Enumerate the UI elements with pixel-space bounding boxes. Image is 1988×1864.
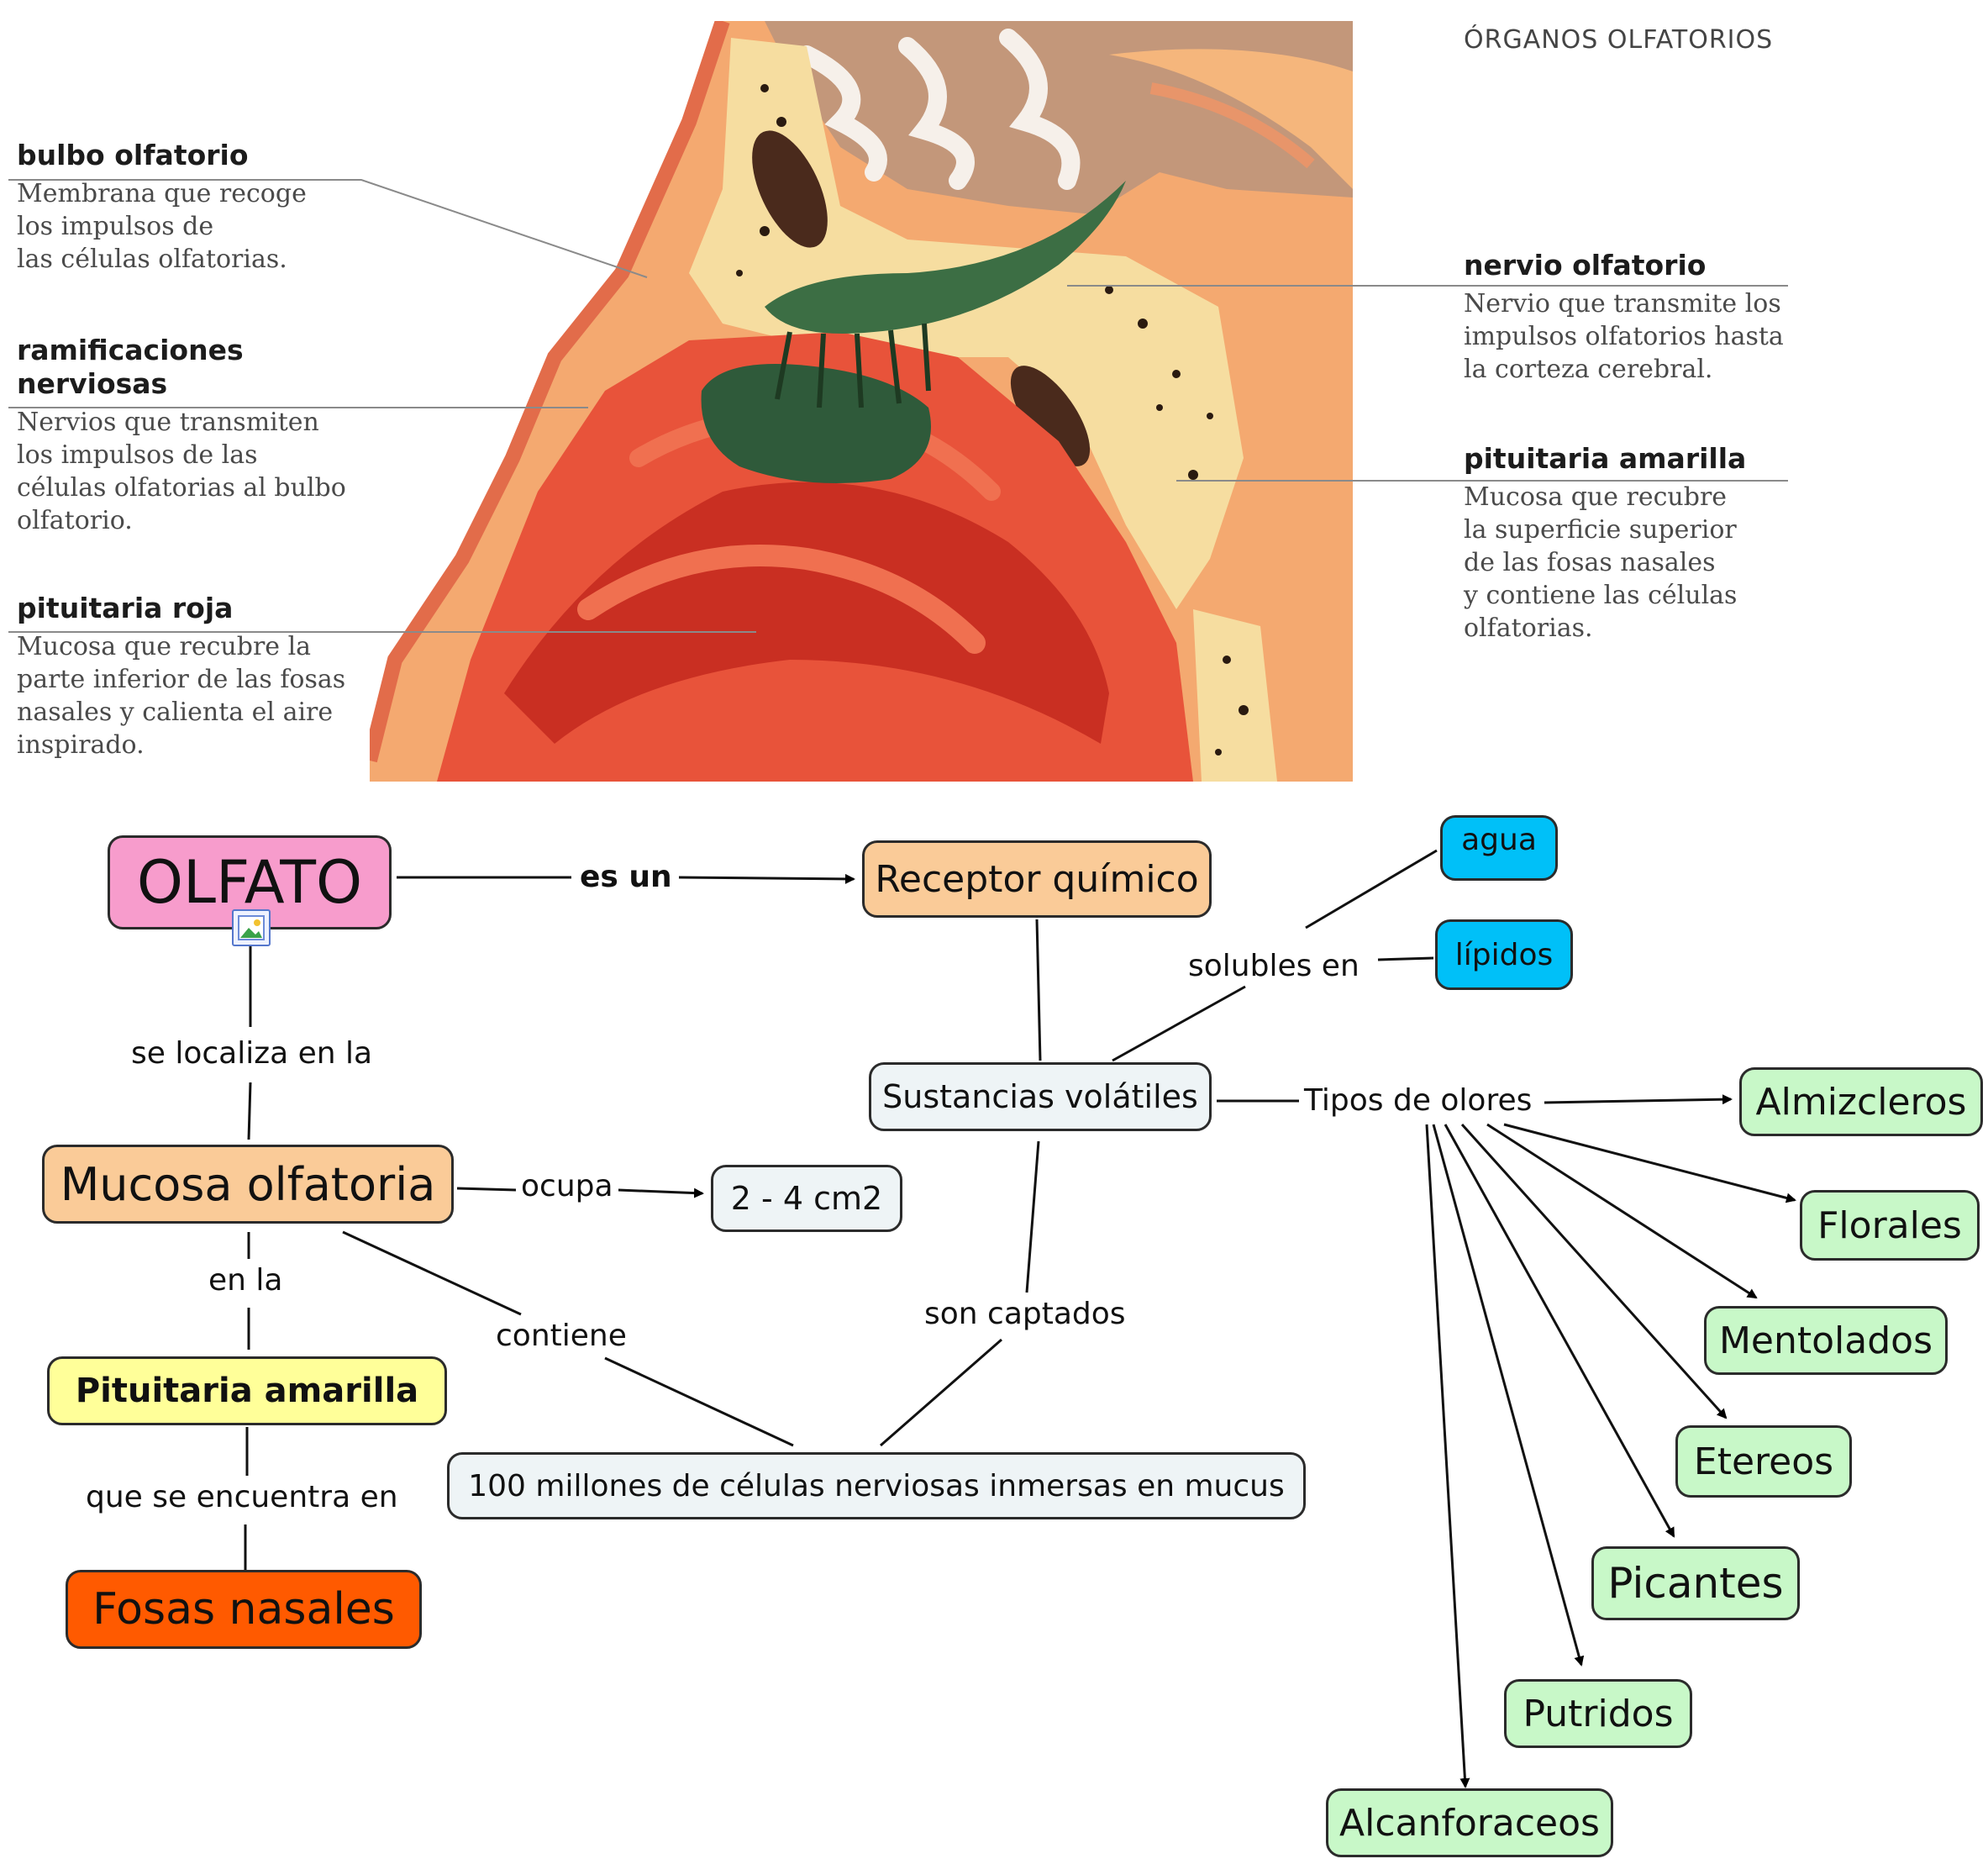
annotation-title: bulbo olfatorio [17, 139, 249, 171]
node-agua[interactable]: agua [1440, 815, 1558, 881]
node-label: Alcanforaceos [1339, 1801, 1600, 1845]
annotation-title: pituitaria roja [17, 592, 234, 624]
olfactory-organs-illustration: ÓRGANOS OLFATORIOS bulbo olfatorio Membr… [0, 0, 1988, 790]
node-label: Almizcleros [1755, 1080, 1967, 1124]
link-label-contiene: contiene [491, 1318, 632, 1355]
organs-header: ÓRGANOS OLFATORIOS [1464, 25, 1774, 55]
annotation-bulbo-olfatorio: bulbo olfatorio Membrana que recoge los … [17, 139, 307, 276]
annotation-nervio-olfatorio: nervio olfatorio Nervio que transmite lo… [1464, 249, 1784, 386]
node-label: Fosas nasales [92, 1584, 395, 1635]
node-label: Receptor químico [875, 857, 1199, 901]
node-pituitaria-amarilla[interactable]: Pituitaria amarilla [47, 1356, 447, 1425]
node-label: Putridos [1523, 1692, 1674, 1735]
annotation-title: nervio olfatorio [1464, 249, 1707, 282]
link-label-ocupa: ocupa [516, 1168, 618, 1205]
annotation-title: pituitaria amarilla [1464, 442, 1747, 475]
node-florales[interactable]: Florales [1800, 1190, 1980, 1261]
node-lipidos[interactable]: lípidos [1435, 919, 1573, 990]
annotation-leader-lines [8, 179, 1788, 633]
picture-icon [238, 915, 265, 940]
annotation-pituitaria-amarilla: pituitaria amarilla Mucosa que recubre l… [1464, 442, 1746, 645]
node-label: Mentolados [1718, 1319, 1933, 1362]
node-picantes[interactable]: Picantes [1591, 1546, 1800, 1620]
link-label-en-la: en la [203, 1262, 288, 1299]
node-mucosa-olfatoria[interactable]: Mucosa olfatoria [42, 1145, 454, 1224]
node-alcanforaceos[interactable]: Alcanforaceos [1326, 1788, 1613, 1857]
node-label: Mucosa olfatoria [60, 1157, 436, 1211]
annotation-description: Mucosa que recubre la superficie superio… [1464, 482, 1738, 643]
node-label: Pituitaria amarilla [75, 1372, 419, 1410]
node-label: 2 - 4 cm2 [730, 1180, 883, 1217]
link-label-se-localiza: se localiza en la [126, 1035, 378, 1072]
node-putridos[interactable]: Putridos [1504, 1679, 1692, 1748]
link-label-es-un: es un [575, 859, 677, 896]
node-label: Sustancias volátiles [882, 1078, 1198, 1115]
annotation-description: Mucosa que recubre la parte inferior de … [17, 632, 346, 760]
link-label-tipos-de-olores: Tipos de olores [1299, 1082, 1538, 1119]
node-label: OLFATO [136, 848, 363, 917]
image-attachment-icon[interactable] [232, 909, 271, 946]
node-label: 100 millones de células nerviosas inmers… [468, 1468, 1285, 1503]
node-2-4-cm2[interactable]: 2 - 4 cm2 [711, 1165, 902, 1232]
concept-map-connectors [244, 849, 1796, 1788]
node-fosas-nasales[interactable]: Fosas nasales [66, 1570, 422, 1649]
node-sustancias-volatiles[interactable]: Sustancias volátiles [869, 1062, 1212, 1131]
node-label: Etereos [1693, 1440, 1834, 1483]
nose-cross-section-drawing [370, 21, 1353, 782]
node-etereos[interactable]: Etereos [1675, 1425, 1852, 1498]
node-label: agua [1461, 823, 1537, 857]
link-label-son-captados: son captados [919, 1296, 1131, 1333]
annotation-ramificaciones: ramificaciones nerviosas Nervios que tra… [17, 334, 346, 537]
node-mentolados[interactable]: Mentolados [1704, 1306, 1948, 1375]
node-label: Picantes [1607, 1559, 1784, 1608]
annotation-description: Nervios que transmiten los impulsos de l… [17, 408, 346, 535]
node-almizcleros[interactable]: Almizcleros [1739, 1067, 1983, 1136]
concept-map: OLFATO Receptor químico agua lípidos Sus… [0, 790, 1988, 1864]
annotation-description: Membrana que recoge los impulsos de las … [17, 179, 307, 274]
node-label: lípidos [1454, 937, 1554, 972]
node-label: Florales [1817, 1203, 1962, 1247]
node-100-millones[interactable]: 100 millones de células nerviosas inmers… [447, 1452, 1306, 1519]
annotation-title: ramificaciones nerviosas [17, 334, 244, 400]
node-receptor-quimico[interactable]: Receptor químico [862, 840, 1212, 918]
link-label-solubles-en: solubles en [1183, 948, 1365, 985]
annotation-description: Nervio que transmite los impulsos olfato… [1464, 289, 1784, 384]
annotation-pituitaria-roja: pituitaria roja Mucosa que recubre la pa… [17, 592, 345, 761]
link-label-que-se-encuentra: que se encuentra en [81, 1479, 403, 1516]
